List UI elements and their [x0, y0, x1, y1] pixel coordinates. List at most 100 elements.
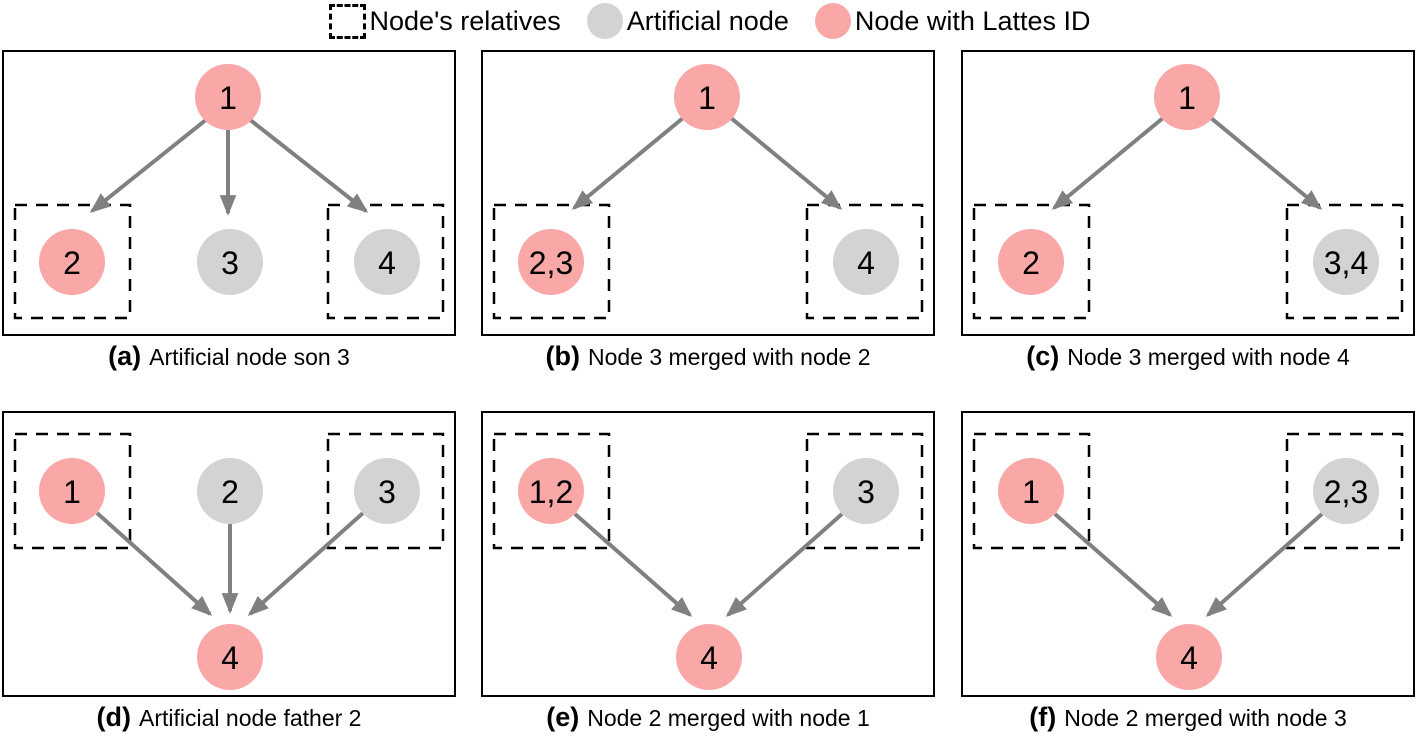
panel-e-frame: 1,2 3 4	[481, 411, 935, 697]
relatives-box	[326, 203, 445, 320]
caption-text: Node 3 merged with node 4	[1067, 344, 1350, 370]
legend-item-artificial: Artificial node	[586, 3, 789, 39]
node-label: 1	[1178, 80, 1196, 116]
node-label: 3	[857, 474, 875, 510]
legend: Node's relatives Artificial node Node wi…	[0, 0, 1419, 42]
edge-arrow	[571, 116, 685, 210]
caption-text: Artificial node son 3	[149, 344, 350, 370]
panel-f-frame: 1 2,3 4	[961, 411, 1415, 697]
edge-arrow	[89, 117, 209, 213]
panel-f: 1 2,3 4 (f)Node 2 merged with node 3	[961, 411, 1415, 734]
tree-a: 1 2 3 4	[13, 64, 445, 320]
node-label: 2	[1022, 245, 1040, 281]
node-label: 3	[378, 474, 396, 510]
relatives-box	[1285, 432, 1404, 550]
graph-node	[1313, 458, 1379, 524]
caption-text: Node 3 merged with node 2	[587, 344, 871, 370]
graph-node	[833, 229, 899, 295]
node-label: 3	[221, 245, 239, 281]
graph-node	[39, 458, 105, 524]
panel-d-frame: 1 2 3 4	[2, 411, 456, 697]
panel-a: 1 2 3 4 (a) Artificial node son 3	[2, 50, 456, 373]
panel-c-frame: 1 2 3,4	[961, 50, 1415, 336]
node-label: 2,3	[529, 245, 573, 281]
node-label: 4	[857, 245, 875, 281]
panel-b: 1 2,3 4 (b) Node 3 merged with node 2	[481, 50, 935, 373]
node-label: 4	[221, 640, 239, 676]
node-label: 2	[221, 474, 239, 510]
graph-node	[195, 64, 261, 130]
graph-node	[674, 64, 740, 130]
tree-d: 1 2 3 4	[13, 432, 445, 690]
dashed-square-icon	[328, 3, 366, 39]
legend-label: Artificial node	[626, 5, 789, 36]
caption-text: Artificial node father 2	[139, 705, 362, 731]
node-label: 4	[700, 640, 718, 676]
graph-node	[197, 624, 263, 690]
caption-text: Node 2 merged with node 3	[1064, 705, 1347, 731]
panel-a-frame: 1 2 3 4	[2, 50, 456, 336]
relatives-box	[805, 432, 924, 550]
graph-node	[354, 458, 420, 524]
caption-c: (c) Node 3 merged with node 4	[961, 340, 1415, 373]
relatives-box	[972, 432, 1091, 550]
graph-node	[354, 229, 420, 295]
edge-arrow	[1205, 512, 1324, 617]
panel-b-frame: 1 2,3 4	[481, 50, 935, 336]
legend-item-relatives: Node's relatives	[328, 3, 561, 39]
tree-e: 1,2 3 4	[492, 432, 924, 690]
node-label: 4	[1180, 640, 1198, 676]
node-label: 1,2	[529, 474, 573, 510]
edge-arrow	[247, 117, 369, 213]
relatives-box	[492, 203, 611, 320]
panel-c: 1 2 3,4 (c) Node 3 merged with node 4	[961, 50, 1415, 373]
panel-d: 1 2 3 4 (d) Artificial node father 2	[2, 411, 456, 734]
graph-node	[998, 229, 1064, 295]
tree-c: 1 2 3,4	[972, 64, 1404, 320]
caption-tag: (b)	[545, 341, 580, 371]
caption-d: (d) Artificial node father 2	[2, 701, 456, 734]
edge-arrow	[1051, 116, 1165, 210]
tree-b: 1 2,3 4	[492, 64, 924, 320]
edge-arrow	[95, 511, 213, 616]
graph-node	[998, 458, 1064, 524]
legend-label: Node with Lattes ID	[854, 5, 1091, 36]
graph-node	[1154, 64, 1220, 130]
relatives-box	[972, 203, 1091, 320]
graph-node	[518, 229, 584, 295]
graph-node	[1313, 229, 1379, 295]
node-label: 2,3	[1324, 474, 1368, 510]
relatives-box	[1285, 203, 1404, 320]
relatives-box	[326, 432, 445, 550]
caption-tag: (a)	[108, 341, 142, 371]
caption-tag: (e)	[546, 702, 580, 732]
graph-node	[197, 229, 263, 295]
node-label: 1	[63, 474, 81, 510]
graph-node	[676, 624, 742, 690]
relatives-box	[805, 203, 924, 320]
caption-tag: (c)	[1026, 341, 1060, 371]
node-label: 1	[219, 80, 237, 116]
edge-arrow	[729, 116, 843, 210]
caption-tag: (d)	[96, 702, 132, 732]
caption-text: Node 2 merged with node 1	[587, 705, 870, 731]
graph-node	[197, 458, 263, 524]
graph-node	[1156, 624, 1222, 690]
relatives-box	[13, 203, 132, 320]
gray-circle-icon	[586, 3, 623, 39]
panel-e: 1,2 3 4 (e) Node 2 merged with node 1	[481, 411, 935, 734]
graph-node	[518, 458, 584, 524]
caption-f: (f)Node 2 merged with node 3	[961, 701, 1415, 734]
node-label: 1	[698, 80, 716, 116]
edge-arrow	[247, 511, 365, 616]
relatives-box	[492, 432, 611, 550]
tree-f: 1 2,3 4	[972, 432, 1404, 690]
node-label: 1	[1022, 474, 1040, 510]
edge-arrow	[573, 512, 693, 617]
edge-arrow	[1053, 512, 1173, 617]
graph-node	[39, 229, 105, 295]
edge-arrow	[725, 512, 844, 617]
edge-arrow	[1209, 116, 1323, 210]
caption-a: (a) Artificial node son 3	[2, 340, 456, 373]
